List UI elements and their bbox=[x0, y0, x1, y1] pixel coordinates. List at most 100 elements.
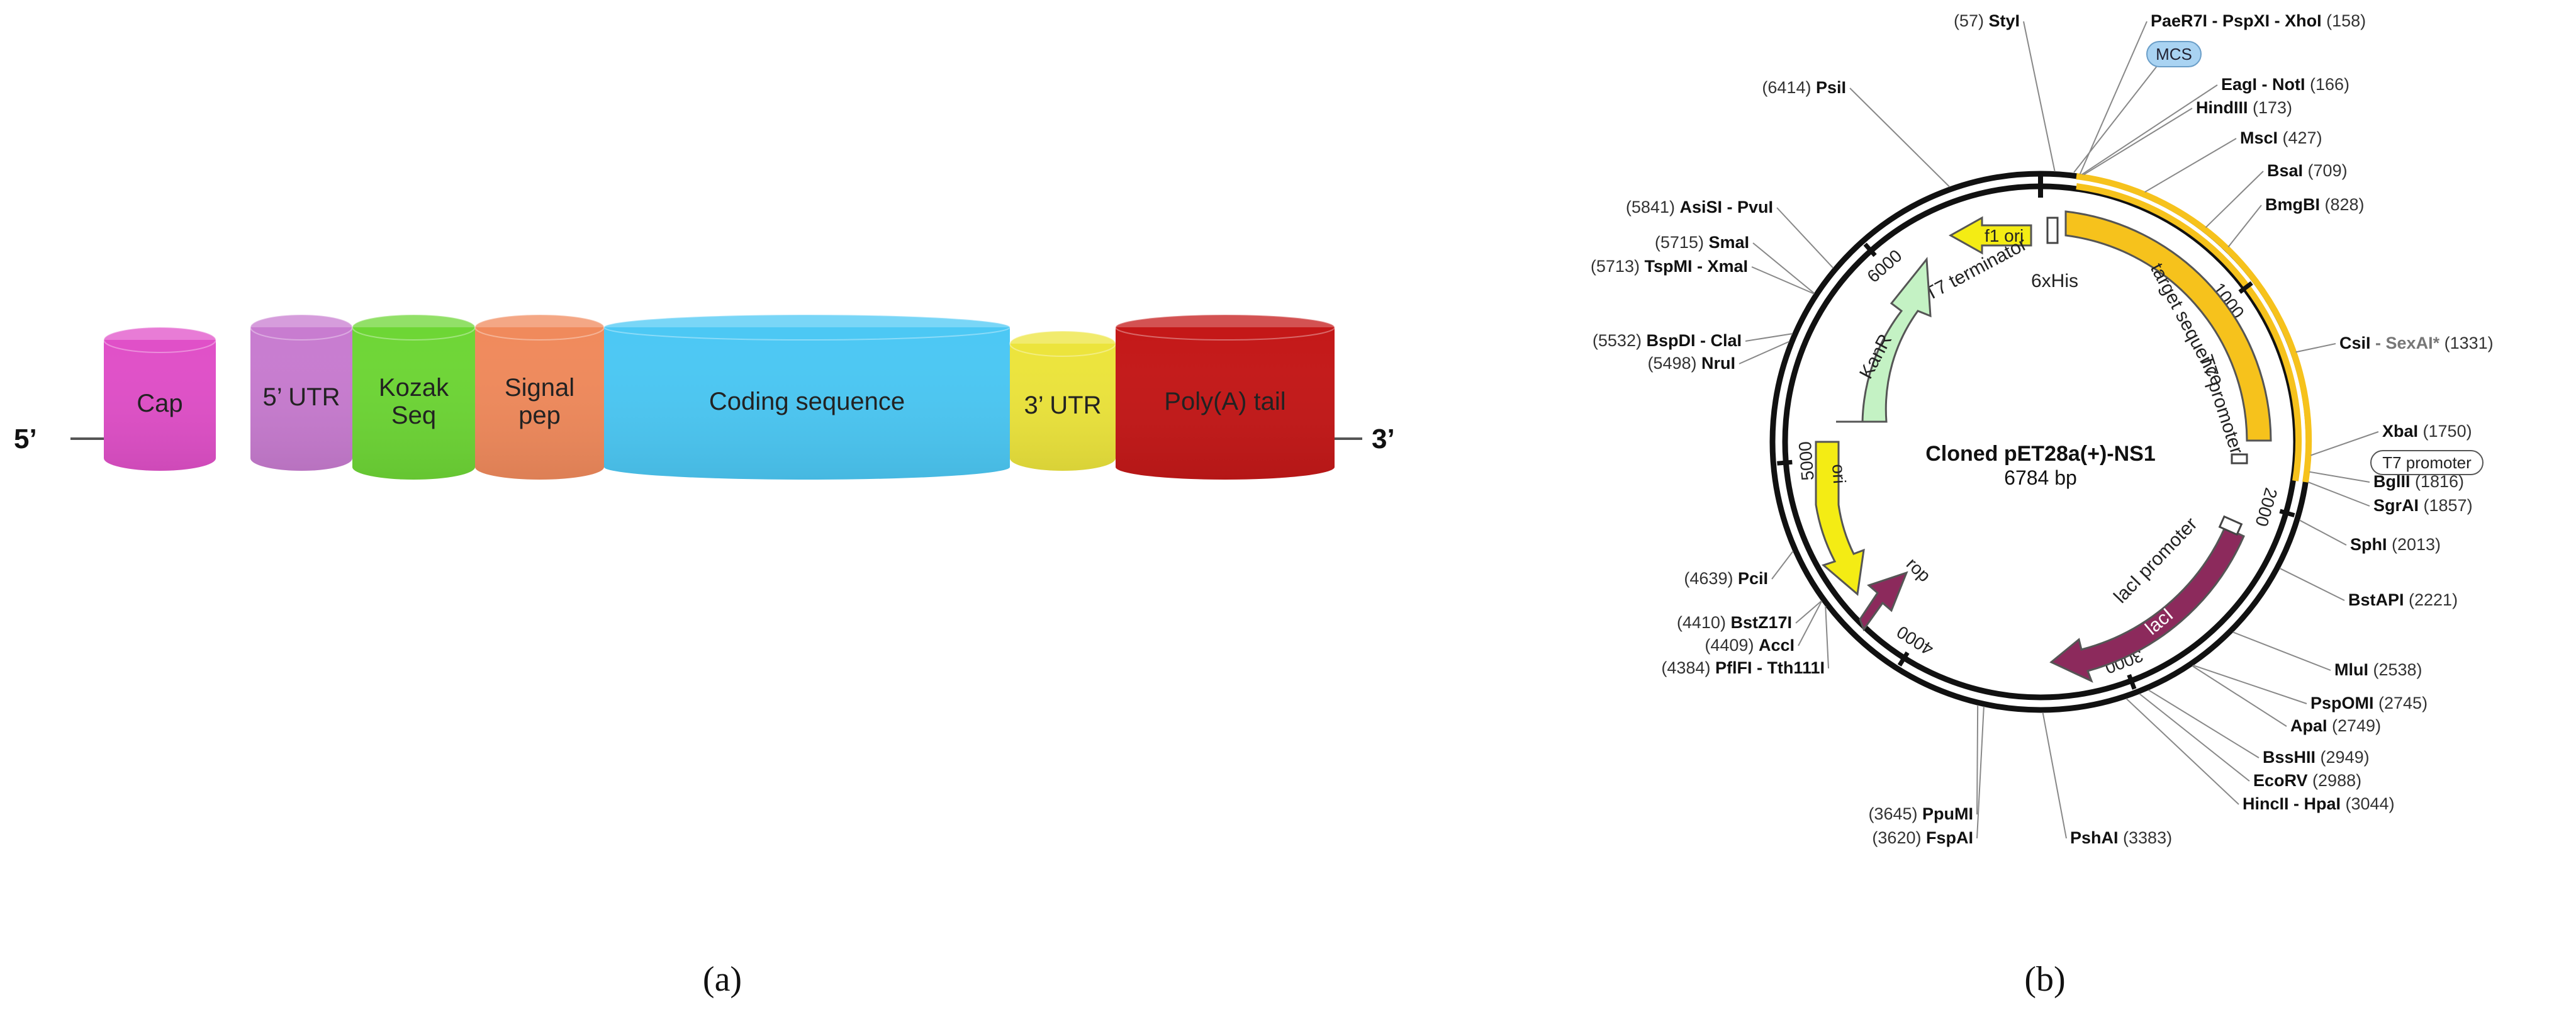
segment-coding-sequence: Coding sequence bbox=[603, 314, 1011, 480]
site-leader bbox=[2125, 698, 2239, 805]
laci-feature bbox=[2049, 526, 2245, 683]
site-label: (6414) PsiI bbox=[1762, 78, 1846, 97]
site-leader bbox=[2192, 665, 2287, 727]
target-sequence-feature bbox=[2064, 210, 2272, 442]
site-leader bbox=[2227, 205, 2262, 247]
segment-shade bbox=[604, 327, 1010, 480]
segment-label: pep bbox=[518, 402, 561, 429]
site-label: (4384) PflFI - Tth111I bbox=[1661, 658, 1825, 677]
site-leader bbox=[2083, 108, 2193, 176]
segment-top bbox=[1115, 314, 1335, 341]
segment-shade bbox=[475, 327, 604, 480]
site-label: (5498) NruI bbox=[1647, 354, 1735, 373]
segment-top bbox=[1009, 330, 1116, 357]
segment-label: Cap bbox=[137, 390, 182, 417]
site-leader bbox=[2042, 712, 2067, 839]
ori-label: ori bbox=[1828, 463, 1849, 484]
site-label: PspOMI (2745) bbox=[2310, 694, 2428, 712]
site-label: XbaI (1750) bbox=[2382, 422, 2472, 441]
segment-shade bbox=[352, 327, 475, 480]
site-leader bbox=[2193, 665, 2307, 704]
plasmid-name: Cloned pET28a(+)-NS1 bbox=[1925, 442, 2156, 466]
site-leader bbox=[1745, 333, 1793, 342]
mcs-bubble bbox=[2146, 41, 2202, 67]
segment-polya-tail: Poly(A) tail bbox=[1115, 314, 1335, 480]
site-leader bbox=[1771, 551, 1794, 580]
segment-shade bbox=[1116, 327, 1335, 480]
mcs-label: MCS bbox=[2156, 45, 2192, 64]
site-label: HindIII (173) bbox=[2196, 98, 2292, 117]
site-leader bbox=[2079, 21, 2148, 174]
site-leader bbox=[1752, 242, 1815, 294]
site-label: (3620) FspAI bbox=[1872, 828, 1973, 847]
site-label: (4639) PciI bbox=[1684, 569, 1768, 588]
site-label: SgrAI (1857) bbox=[2373, 496, 2473, 515]
segment-shade bbox=[1010, 344, 1116, 471]
three-prime-label: 3’ bbox=[1372, 424, 1395, 454]
site-leader bbox=[2310, 431, 2379, 456]
site-label: SphI (2013) bbox=[2350, 535, 2441, 554]
site-label: BsaI (709) bbox=[2267, 161, 2348, 180]
site-label: BssHII (2949) bbox=[2263, 748, 2370, 767]
site-leader bbox=[1976, 705, 1979, 815]
five-prime-label: 5’ bbox=[14, 424, 37, 454]
site-label: HincII - HpaI (3044) bbox=[2243, 794, 2395, 813]
bp-tick-mark bbox=[1897, 651, 1910, 667]
insert-band-outer bbox=[2076, 173, 2312, 483]
segment-top bbox=[474, 314, 605, 341]
site-leader bbox=[2295, 343, 2336, 353]
site-leader bbox=[2232, 631, 2331, 671]
laci-promoter-box bbox=[2218, 515, 2243, 536]
site-leader bbox=[2023, 21, 2056, 172]
panel-a-caption: (a) bbox=[703, 960, 742, 999]
site-label: (5715) SmaI bbox=[1655, 233, 1749, 252]
site-leader bbox=[2279, 568, 2345, 601]
site-leader bbox=[1739, 341, 1790, 364]
site-label: PaeR7I - PspXI - XhoI (158) bbox=[2151, 11, 2366, 30]
bp-tick-label: 5000 bbox=[1795, 441, 1818, 481]
site-label: CsiI - SexAI* (1331) bbox=[2339, 334, 2494, 352]
rop-label: rop bbox=[1903, 554, 1935, 585]
t7-promoter-boxed-label: T7 promoter bbox=[2382, 453, 2472, 472]
site-label: MluI (2538) bbox=[2334, 660, 2422, 679]
site-leader bbox=[2148, 689, 2260, 758]
site-label: EagI - NotI (166) bbox=[2221, 75, 2349, 94]
site-leader bbox=[2299, 519, 2347, 546]
site-label: (5532) BspDI - ClaI bbox=[1593, 331, 1742, 350]
segment-top bbox=[352, 314, 476, 341]
segment-utr5: 5’ UTR bbox=[250, 314, 353, 471]
site-label: (4410) BstZ17I bbox=[1677, 613, 1792, 632]
site-leader bbox=[1776, 207, 1834, 269]
site-leader bbox=[2139, 693, 2250, 782]
bp-tick-mark bbox=[1863, 242, 1877, 257]
site-leader bbox=[1751, 266, 1815, 295]
segment-top bbox=[103, 327, 216, 353]
site-label: (57) StyI bbox=[1954, 11, 2020, 30]
site-leader bbox=[2205, 171, 2264, 228]
f1-ori-feature bbox=[1948, 216, 2032, 255]
bp-tick-mark bbox=[2238, 281, 2253, 294]
plasmid-size: 6784 bp bbox=[2004, 466, 2077, 489]
site-label: ApaI (2749) bbox=[2290, 716, 2381, 735]
restriction-sites: (57) StyI PaeR7I - PspXI - XhoI (158) EagI… bbox=[1591, 11, 2494, 847]
segment-top bbox=[250, 314, 353, 341]
t7-promoter-boxed bbox=[2370, 450, 2484, 475]
site-leader bbox=[1976, 706, 1985, 839]
segment-cap: Cap bbox=[103, 327, 216, 471]
segment-label: Kozak bbox=[379, 374, 449, 402]
panel-b-caption: (b) bbox=[2024, 960, 2065, 999]
site-leader bbox=[2307, 481, 2370, 507]
site-leader bbox=[1798, 600, 1823, 646]
segment-shade bbox=[104, 340, 216, 471]
segment-utr3: 3’ UTR bbox=[1009, 330, 1116, 471]
bp-tick-label: 2000 bbox=[2251, 486, 2281, 529]
his-tag-label: 6xHis bbox=[2031, 271, 2078, 291]
t7-promoter-box bbox=[2231, 453, 2248, 464]
site-leader bbox=[2081, 84, 2218, 175]
site-label: (3645) PpuMI bbox=[1868, 804, 1973, 823]
segment-label: 3’ UTR bbox=[1024, 391, 1102, 419]
